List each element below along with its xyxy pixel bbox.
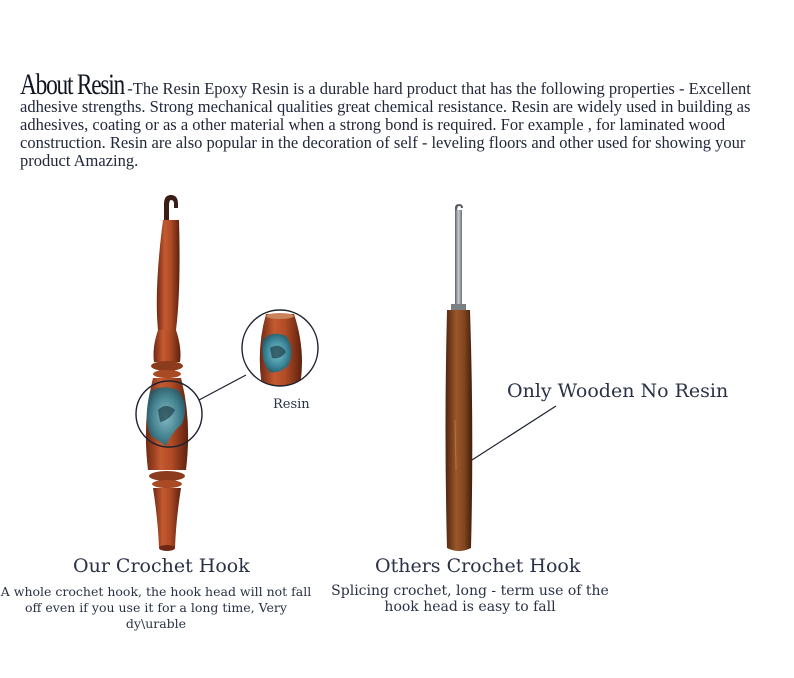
- about-resin-paragraph: About Resin-The Resin Epoxy Resin is a d…: [20, 70, 780, 170]
- grip-highlight-circle: [135, 380, 203, 448]
- wooden-crochet-hook: [445, 204, 473, 551]
- resin-zoom-label: Resin: [273, 397, 310, 412]
- callout-line: [471, 405, 557, 461]
- resin-crochet-hook: [145, 195, 189, 551]
- our-hook-title: Our Crochet Hook: [73, 555, 250, 577]
- others-hook-description: Splicing crochet, long - term use of the…: [331, 583, 609, 615]
- our-hook-description: A whole crochet hook, the hook head will…: [0, 584, 312, 631]
- wooden-callout-label: Only Wooden No Resin: [507, 380, 729, 402]
- others-hook-title: Others Crochet Hook: [375, 555, 581, 577]
- resin-zoom-detail: [241, 309, 319, 387]
- steel-shaft: [455, 210, 462, 306]
- hook-head: [164, 195, 178, 222]
- zoom-connector-line: [198, 374, 247, 401]
- wooden-handle: [445, 310, 473, 551]
- about-resin-body: -The Resin Epoxy Resin is a durable hard…: [20, 79, 751, 170]
